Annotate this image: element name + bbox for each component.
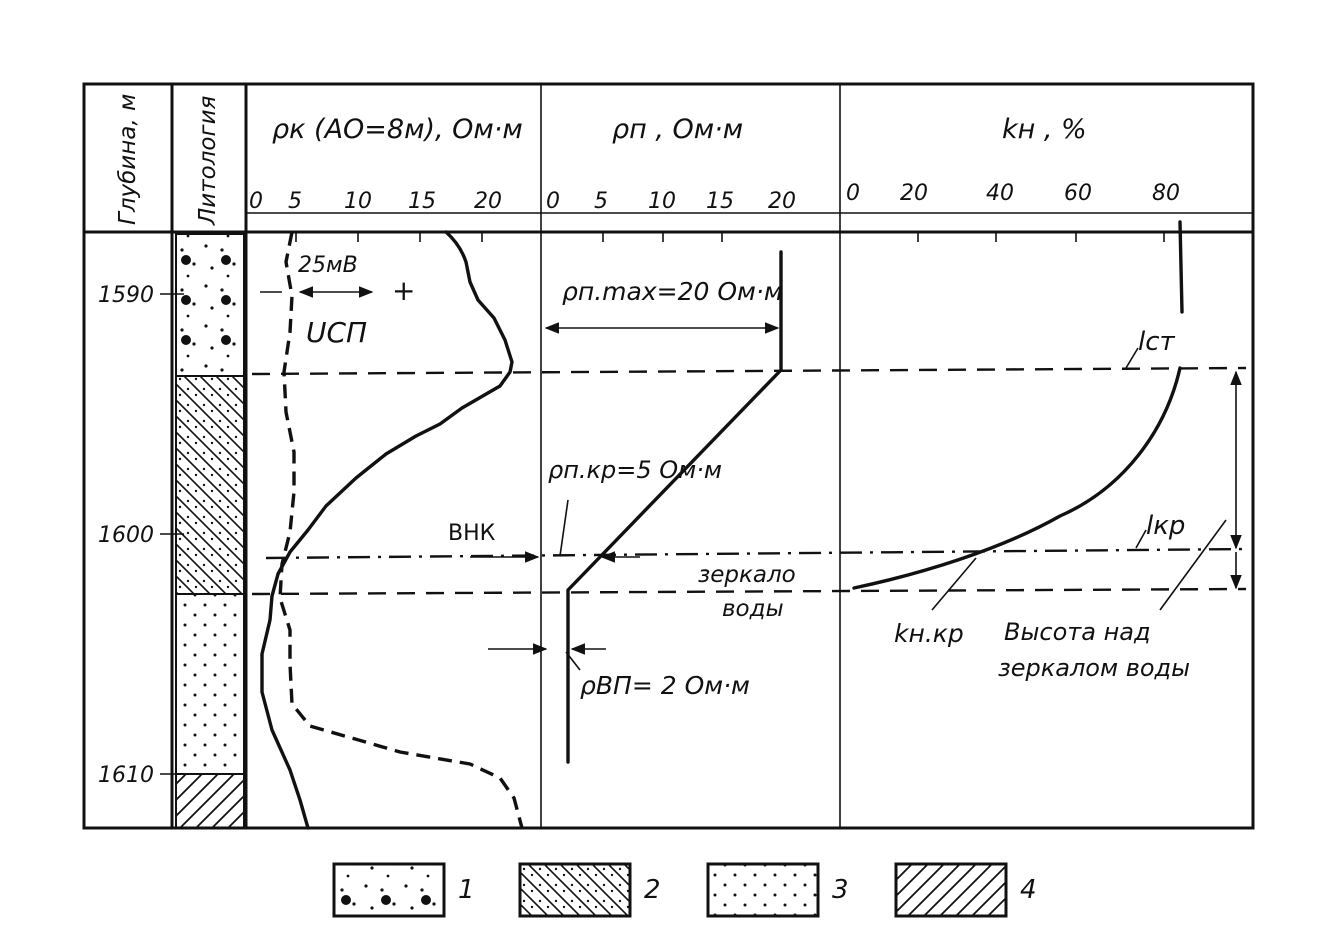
- lithology-header: Литология: [195, 95, 221, 226]
- kn-tick-0: 0: [846, 181, 860, 206]
- sp-plus: +: [392, 274, 415, 307]
- line-water-mirror: [251, 587, 1247, 596]
- kn-ticks: 0 20 40 60 80: [846, 181, 1180, 206]
- legend-swatch-1: [332, 862, 446, 918]
- lith-sand-gravel: [175, 233, 245, 377]
- l-kr-label: lкр: [1146, 511, 1185, 541]
- rho-p-tick-0: 0: [546, 189, 560, 214]
- rho-k-tick-5: 5: [288, 189, 302, 214]
- rho-k-tick-15: 15: [408, 189, 436, 214]
- rho-max-label: ρп.max=20 Ом·м: [562, 277, 783, 306]
- rho-k-ticks: 0 5 10 15 20: [249, 189, 502, 214]
- kn-kr-label: kн.кр: [894, 619, 964, 648]
- rho-p-tick-10: 10: [648, 189, 676, 214]
- rho-p-ticks: 0 5 10 15 20: [546, 189, 796, 214]
- legend-swatch-2: [518, 862, 632, 918]
- rho-k-header: ρк (АО=8м), Ом·м: [272, 114, 523, 145]
- depth-tick-1590: 1590: [98, 283, 154, 308]
- height-label-line2: зеркалом воды: [998, 654, 1190, 682]
- rho-p-header: ρп , Ом·м: [612, 114, 743, 145]
- tick-marks: [295, 232, 1165, 242]
- height-leader: [1159, 519, 1227, 611]
- rho-p-tick-15: 15: [706, 189, 734, 214]
- rho-k-tick-10: 10: [344, 189, 372, 214]
- rho-p-tick-20: 20: [768, 189, 796, 214]
- rho-p-curve: [566, 250, 783, 764]
- chart-frame: [82, 82, 1255, 830]
- mirror-label: зеркало: [698, 562, 796, 588]
- rho-kr-label: ρп.кр=5 Ом·м: [548, 456, 722, 484]
- legend-num-1: 1: [458, 875, 475, 905]
- sp-scale-label: 25мВ: [298, 253, 358, 278]
- water-label: воды: [722, 596, 784, 622]
- rho-k-tick-0: 0: [249, 189, 263, 214]
- kn-tick-80: 80: [1152, 181, 1180, 206]
- height-label-line1: Высота над: [1004, 618, 1151, 646]
- legend: 1 2 3 4: [332, 862, 1037, 918]
- depth-tick-1610: 1610: [98, 763, 154, 788]
- depth-tick-1600: 1600: [98, 523, 154, 548]
- kn-curve: [852, 220, 1184, 590]
- rho-vp-leader: [565, 651, 581, 671]
- kn-tick-40: 40: [986, 181, 1014, 206]
- sp-curve: [278, 231, 524, 829]
- legend-num-2: 2: [644, 875, 661, 905]
- lith-sand: [175, 593, 245, 775]
- depth-ticks: 1590 1600 1610: [98, 283, 184, 788]
- legend-swatch-3: [706, 862, 820, 918]
- lith-clay: [175, 773, 245, 829]
- kn-kr-leader: [931, 557, 977, 611]
- legend-num-3: 3: [832, 875, 849, 905]
- l-kr-leader: [1135, 529, 1147, 549]
- lith-clayey-sand: [175, 375, 245, 595]
- kn-tick-20: 20: [900, 181, 928, 206]
- legend-swatch-4: [894, 862, 1008, 918]
- rho-vp-label: ρВП= 2 Ом·м: [580, 671, 750, 700]
- l-st-leader: [1125, 347, 1139, 369]
- l-st-label: lст: [1138, 327, 1176, 357]
- line-vnk: [265, 547, 1247, 560]
- vnk-label: ВНК: [448, 521, 496, 546]
- lithology-column: [175, 233, 245, 829]
- rho-p-tick-5: 5: [594, 189, 608, 214]
- kn-tick-60: 60: [1064, 181, 1092, 206]
- rho-k-curve: [260, 230, 514, 830]
- legend-num-4: 4: [1020, 875, 1037, 905]
- sp-label: UСП: [306, 316, 367, 349]
- rho-k-tick-20: 20: [474, 189, 502, 214]
- kn-header: kн , %: [1002, 114, 1087, 145]
- rho-kr-leader: [559, 499, 569, 557]
- depth-header: Глубина, м: [115, 94, 141, 225]
- line-oil-boundary: [251, 366, 1247, 376]
